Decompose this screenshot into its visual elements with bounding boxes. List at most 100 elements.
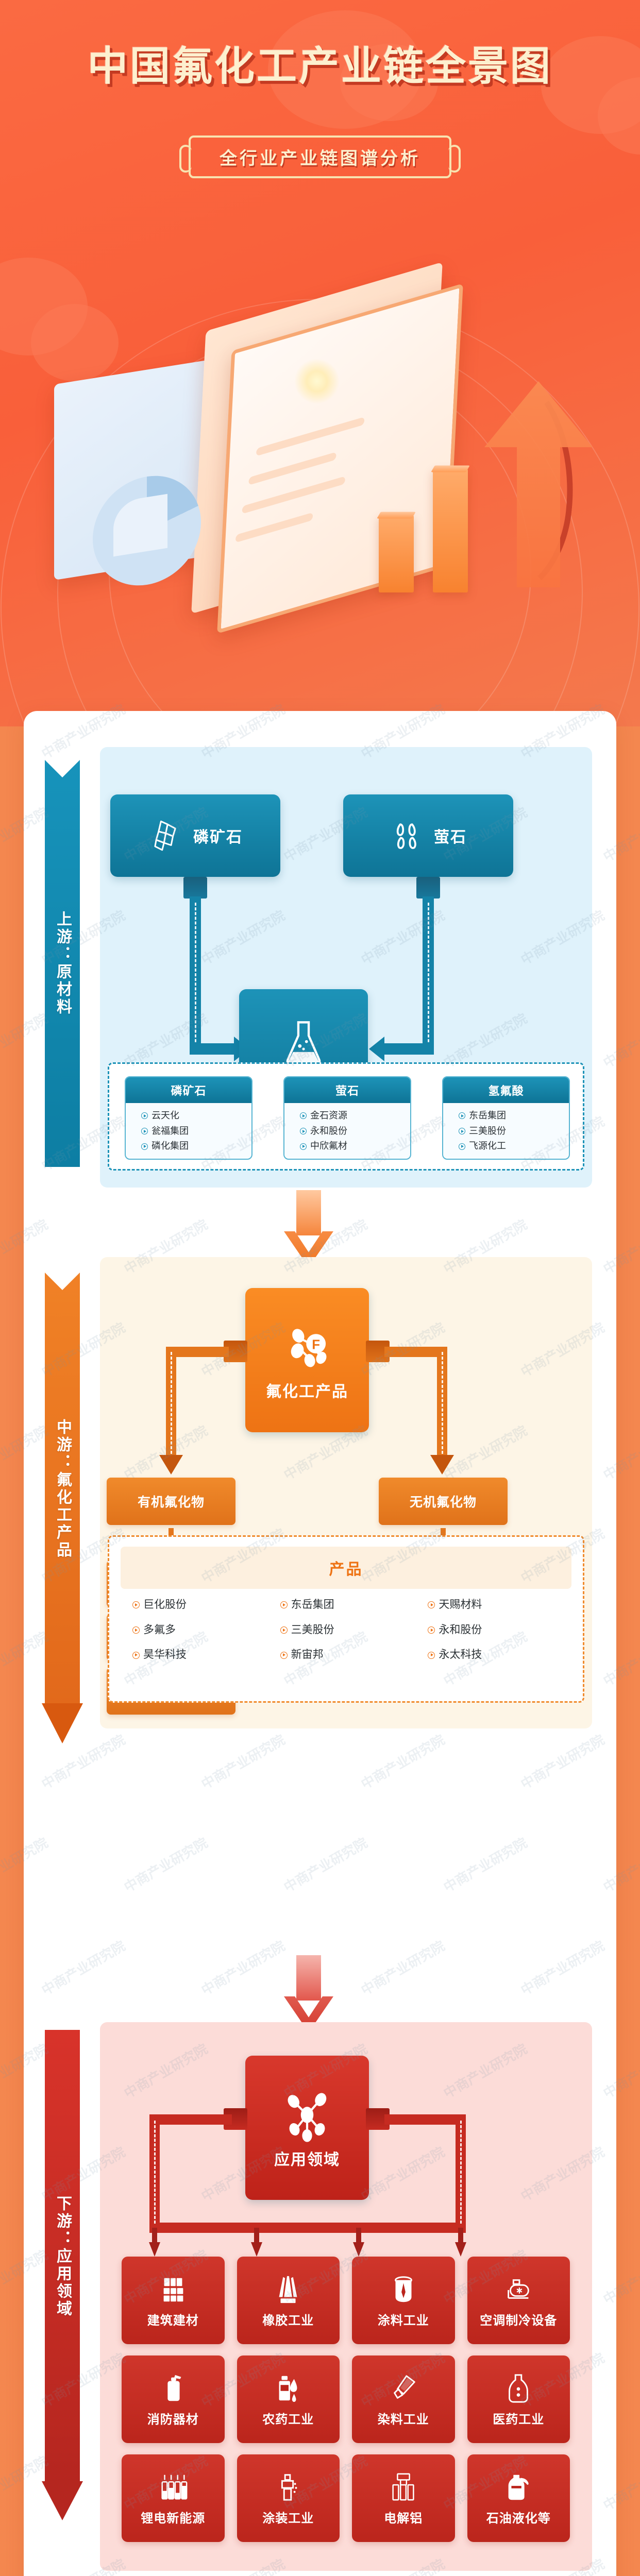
product-company-grid: 巨化股份 东岳集团 天赐材料 多氟多 三美股份 永和股份 昊华科技 新宙邦 永太…	[132, 1596, 576, 1664]
bullet-icon	[280, 1626, 288, 1634]
company-name: 永和股份	[439, 1623, 482, 1636]
arrowhead-icon	[369, 1037, 384, 1061]
midstream-stage-label: 中游：氟化工产品	[54, 1419, 71, 1559]
upstream-node-phosphate[interactable]: 磷矿石	[110, 794, 280, 877]
company-list: 云天化 瓮福集团 磷化集团	[126, 1103, 251, 1154]
list-item[interactable]: 三美股份	[459, 1124, 569, 1139]
midstream-core-node[interactable]: F 氟化工产品	[245, 1288, 369, 1432]
list-item[interactable]: 金石资源	[300, 1108, 410, 1124]
bullet-icon	[280, 1651, 288, 1659]
bullet-icon	[459, 1128, 465, 1135]
list-item[interactable]: 天赐材料	[428, 1596, 576, 1614]
cloud-shape	[31, 304, 119, 381]
list-item[interactable]: 昊华科技	[132, 1646, 280, 1664]
app-cell-paint-industry[interactable]: 涂料工业	[352, 2257, 455, 2344]
midstream-branch-head-inorganic[interactable]: 无机氟化物	[379, 1478, 508, 1525]
app-cell-lithium-new-energy[interactable]: 锂电新能源	[122, 2454, 225, 2542]
bullet-icon	[300, 1143, 307, 1150]
company-name: 飞源化工	[469, 1141, 506, 1151]
bullet-icon	[132, 1601, 140, 1609]
page-subtitle: 全行业产业链图谱分析	[220, 149, 420, 168]
hero-banner: 中国氟化工产业链全景图 全行业产业链图谱分析	[0, 0, 640, 726]
midstream-branch-head-organic[interactable]: 有机氟化物	[107, 1478, 235, 1525]
fluorite-crystal-icon	[396, 823, 416, 849]
coating-spray-icon	[281, 2473, 297, 2501]
fire-extinguisher-icon	[167, 2375, 181, 2401]
sparkle-glow	[291, 355, 343, 407]
upstream-stage-ribbon: 上游：原材料	[45, 760, 80, 1167]
bullet-icon	[459, 1143, 465, 1150]
app-cell-dye-industry[interactable]: 染料工业	[352, 2355, 455, 2443]
list-item[interactable]: 永和股份	[428, 1621, 576, 1639]
page-title: 中国氟化工产业链全景图	[87, 43, 552, 89]
midstream-core-label: 氟化工产品	[266, 1383, 348, 1400]
list-item[interactable]: 云天化	[141, 1108, 251, 1124]
company-name: 永和股份	[310, 1125, 347, 1136]
company-name: 新宙邦	[291, 1649, 324, 1661]
branch-label: 无机氟化物	[409, 1495, 477, 1510]
downstream-core-node[interactable]: 应用领域	[245, 2056, 369, 2200]
app-cell-petroleum-liquefaction[interactable]: 石油液化等	[467, 2454, 570, 2542]
upstream-company-strip: 磷矿石 云天化 瓮福集团 磷化集团 萤石 金石资源 永和股份 中欣氟材 氢氟酸 …	[108, 1062, 584, 1171]
list-item[interactable]: 中欣氟材	[300, 1139, 410, 1154]
app-feed-arrow	[353, 2228, 364, 2257]
company-name: 磷化集团	[151, 1141, 189, 1151]
bullet-icon	[141, 1143, 148, 1150]
company-name: 天赐材料	[439, 1599, 482, 1611]
app-feed-arrow	[455, 2228, 466, 2257]
app-label: 涂料工业	[377, 2313, 429, 2328]
app-cell-pesticide-industry[interactable]: 农药工业	[237, 2355, 340, 2443]
app-label: 电解铝	[384, 2511, 423, 2526]
electrolytic-aluminum-icon	[392, 2473, 414, 2500]
connector-dash	[195, 903, 196, 1047]
app-label: 涂装工业	[262, 2511, 314, 2526]
dye-industry-icon	[393, 2375, 415, 2399]
bullet-icon	[428, 1626, 435, 1634]
app-label: 橡胶工业	[262, 2313, 314, 2328]
svg-text:F: F	[312, 1337, 320, 1352]
list-item[interactable]: 磷化集团	[141, 1139, 251, 1154]
list-item[interactable]: 巨化股份	[132, 1596, 280, 1614]
list-item[interactable]: 永太科技	[428, 1646, 576, 1664]
list-item[interactable]: 东岳集团	[459, 1108, 569, 1124]
list-item[interactable]: 东岳集团	[280, 1596, 428, 1614]
company-box-title: 磷矿石	[126, 1077, 251, 1103]
app-cell-rubber-industry[interactable]: 橡胶工业	[237, 2257, 340, 2344]
app-label: 锂电新能源	[141, 2511, 206, 2526]
app-label: 消防器材	[147, 2412, 199, 2427]
bullet-icon	[280, 1601, 288, 1609]
app-cell-air-conditioning[interactable]: 空调制冷设备	[467, 2257, 570, 2344]
app-label: 医药工业	[493, 2412, 545, 2427]
rubber-industry-icon	[279, 2276, 297, 2303]
connector-line	[149, 2114, 232, 2125]
company-name: 东岳集团	[469, 1110, 506, 1121]
app-cell-coating-industry[interactable]: 涂装工业	[237, 2454, 340, 2542]
list-item[interactable]: 三美股份	[280, 1621, 428, 1639]
list-item[interactable]: 新宙邦	[280, 1646, 428, 1664]
company-name: 三美股份	[291, 1623, 334, 1636]
application-network-icon	[288, 2093, 327, 2142]
app-cell-building-materials[interactable]: 建筑建材	[122, 2257, 225, 2344]
upstream-company-box: 磷矿石 云天化 瓮福集团 磷化集团	[125, 1076, 252, 1160]
pesticide-bottle-icon	[279, 2376, 297, 2402]
connector-line	[384, 1347, 447, 1357]
list-item[interactable]: 多氟多	[132, 1621, 280, 1639]
app-label: 建筑建材	[147, 2313, 199, 2328]
list-item[interactable]: 瓮福集团	[141, 1124, 251, 1139]
bullet-icon	[300, 1112, 307, 1120]
app-label: 农药工业	[262, 2412, 314, 2427]
upstream-node-fluorite[interactable]: 萤石	[343, 794, 513, 877]
company-name: 中欣氟材	[310, 1141, 347, 1151]
app-cell-fire-equipment[interactable]: 消防器材	[122, 2355, 225, 2443]
connector-line	[384, 1043, 434, 1055]
list-item[interactable]: 飞源化工	[459, 1139, 569, 1154]
title-container: 中国氟化工产业链全景图	[0, 34, 640, 92]
company-list: 东岳集团 三美股份 飞源化工	[443, 1103, 569, 1154]
app-cell-electrolytic-aluminum[interactable]: 电解铝	[352, 2454, 455, 2542]
ore-rock-icon	[154, 820, 176, 851]
connector-bus-line	[149, 2223, 466, 2233]
company-name: 三美股份	[469, 1125, 506, 1136]
app-cell-pharmaceutical[interactable]: 医药工业	[467, 2355, 570, 2443]
lpg-cylinder-icon	[508, 2475, 529, 2500]
list-item[interactable]: 永和股份	[300, 1124, 410, 1139]
